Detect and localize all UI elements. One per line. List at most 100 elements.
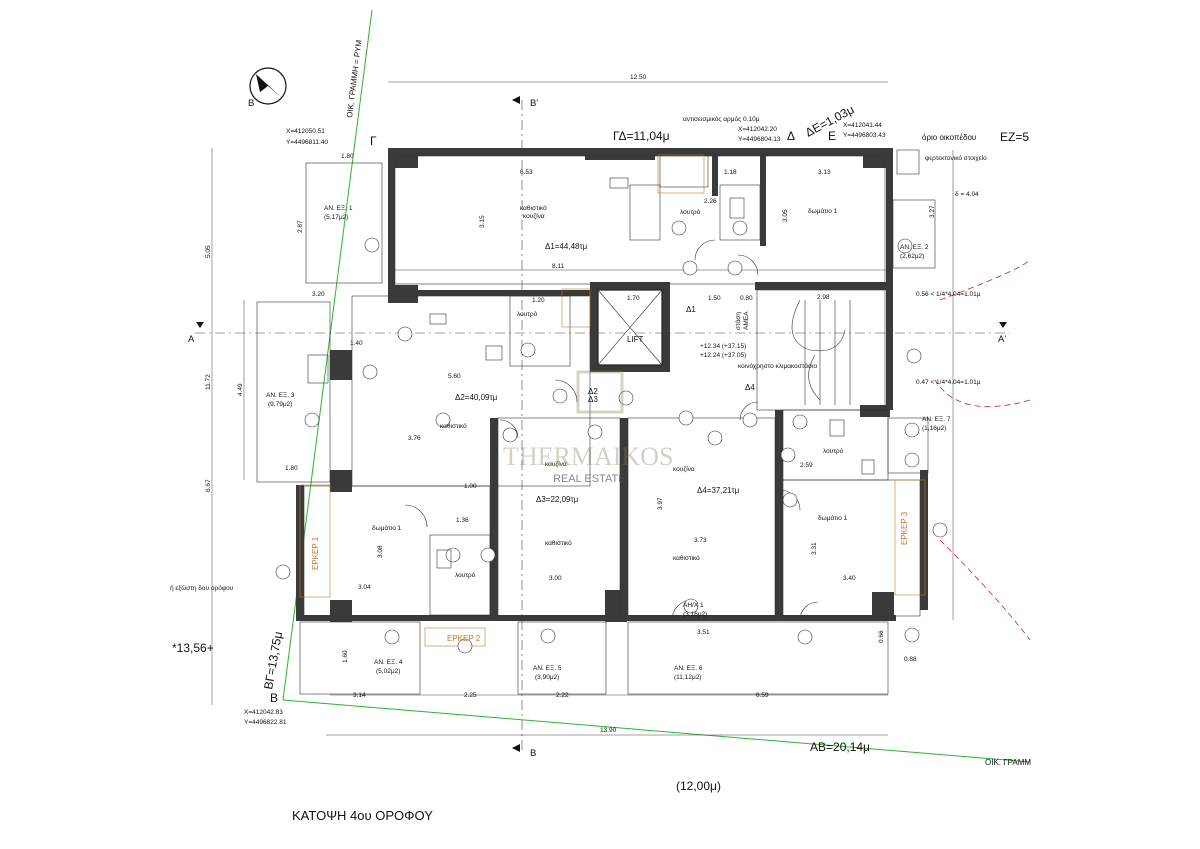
apt-d1-bed: δωμάτιο 1 [808,207,838,215]
stair-label: κοινόχρηστο κλιμακοστάσιο [738,362,817,370]
section-b: Β [530,748,536,759]
dim-label: 3.05 [782,209,789,222]
walls [296,148,928,622]
balcony-3-area: (9,79μ2) [268,401,292,408]
building-line-green [282,9,1031,763]
apt-d2-living: καθιστικό [440,422,467,430]
balcony-7-area: (1,16μ2) [922,425,946,432]
section-lines [195,100,1010,750]
dim-label: 3.04 [358,584,371,591]
dim-top-overall: 12.50 [630,74,647,81]
balcony-4-name: ΑΝ. ΕΞ. 4 [374,659,403,666]
entry-d3: Δ3 [588,395,598,404]
section-a-prime: Α' [998,334,1006,345]
dim-label: 4.49 [237,383,244,396]
dim-label: 1.70 [627,295,640,302]
dimension-lines [211,81,954,736]
point-b: Β [270,691,278,705]
apt-d1-living: καθιστικό [520,204,547,212]
dim-label: 0.56 < 1/4*4.04=1.01μ [916,291,981,298]
balcony-7-name: ΑΝ. ΕΞ. 7 [922,416,951,423]
seismic-joint-label: αντισεισμικός αρμός 0.10μ [683,115,760,123]
coord-b-x: X=412042.83 [244,709,283,716]
dim-label: 5.60 [448,373,461,380]
bottom-length: (12,00μ) [676,779,721,793]
dim-label: 3.00 [549,575,562,582]
dim-label: 1.50 [708,295,721,302]
dim-label: 3.51 [697,629,710,636]
apt-d3-kitchen: κουζίνα [545,460,567,468]
side-gd: ΓΔ=11,04μ [613,129,670,143]
brand-watermark: THERMAIKOS REAL ESTATE [503,370,673,485]
lift-shaft [597,289,663,366]
dim-label: 3.08 [377,545,384,558]
dim-label: 0.47 < 1/4*4.04=1.01μ [916,379,981,386]
apt-d3-area: Δ3=22,09τμ [536,495,579,504]
dim-label: 3.97 [657,497,664,510]
plot-limit-label: όριο οικοπέδου [922,133,976,142]
dim-label: 6.53 [520,169,533,176]
section-b-prime: Β' [530,98,538,109]
balcony-2-name: ΑΝ. ΕΞ. 2 [900,244,929,251]
dim-label: 6.67 [205,479,212,492]
dim-label: 0.66 [878,630,885,643]
dim-label: 3.73 [694,537,707,544]
drawing-title: ΚΑΤΟΨΗ 4ου ΟΡΟΦΟΥ [292,808,433,823]
structural-label: φερτεκτονικό στοιχείο [925,154,987,162]
dim-label: 1.00 [464,483,477,490]
point-e: Ε [828,129,836,143]
building-line-top-label: ΟΙΚ. ΓΡΑΜΜΗ = ΡΥΜ [345,39,364,118]
brand-name: THERMAIKOS [503,442,673,471]
dim-label: 3.27 [929,205,936,218]
coord-e-x: X=412041.44 [843,122,882,129]
inner-dimensions: 6.53 1.18 3.13 8.11 3.20 1.70 1.50 0.80 … [205,153,981,699]
balcony-6-name: ΑΝ. ΕΞ. 6 [674,665,703,672]
apt-d4-kitchen: κουζίνα [673,465,695,473]
balcony-3-name: ΑΝ. ΕΞ. 3 [266,392,295,399]
dim-label: 3.14 [353,692,366,699]
section-arrow-left [196,322,204,328]
dim-label: 2.25 [464,692,477,699]
dim-label: 1.80 [285,465,298,472]
stasi-label: στάση [734,312,742,330]
door-swings [404,239,819,621]
ahx-area: (3,16μ2) [683,611,707,618]
building-line-bottom-label: ΟΙΚ. ΓΡΑΜΜ [985,758,1031,767]
dim-label: 3.15 [479,215,486,228]
level-2: +12.24 (+37.05) [700,352,746,359]
bay-3-label: ΕΡΚΕΡ 3 [900,511,909,545]
dim-label: 3.76 [408,435,421,442]
dim-label: 1.36 [456,517,469,524]
projection-label: ή εξώστη δου ορόφου [170,584,234,592]
partitions [256,154,936,695]
dim-label: 2.98 [817,294,830,301]
lift-label: LIFT [627,335,644,344]
staircase [791,299,851,405]
north-arrow-icon [249,67,287,105]
point-g: Γ [370,134,377,148]
apt-d2-bed: δωμάτιο 1 [372,524,402,532]
dim-label: 3.20 [312,291,325,298]
side-ez: ΕΖ=5 [1000,130,1029,144]
dim-label: 8.11 [552,263,565,270]
dim-label: 2.87 [297,220,304,233]
level-1: +12.34 (+37.15) [700,343,746,350]
dim-label: 11.72 [205,374,212,390]
balcony-5-name: ΑΝ. ΕΞ. 5 [533,665,562,672]
apt-d4-bed: δωμάτιο 1 [818,514,848,522]
section-b-compass: Β [248,98,254,109]
apt-d4-living: καθιστικό [673,554,700,562]
coord-d-y: Y=4496804.13 [738,136,781,143]
balcony-2-area: (2,62μ2) [900,253,924,260]
dim-label: 1.80 [341,153,354,160]
apt-d1-kitchen: κουζίνα [523,212,545,220]
dim-label: 3.40 [843,575,856,582]
setback-arcs [934,259,1031,641]
side-left-partial: *13,56+ [172,641,214,655]
balcony-1-name: ΑΝ. ΕΞ. 1 [324,205,353,212]
dim-label: 1.20 [532,297,545,304]
section-arrow-top [512,96,520,104]
dim-bottom-overall: 13.90 [600,727,617,734]
brand-logo-icon [576,370,624,414]
